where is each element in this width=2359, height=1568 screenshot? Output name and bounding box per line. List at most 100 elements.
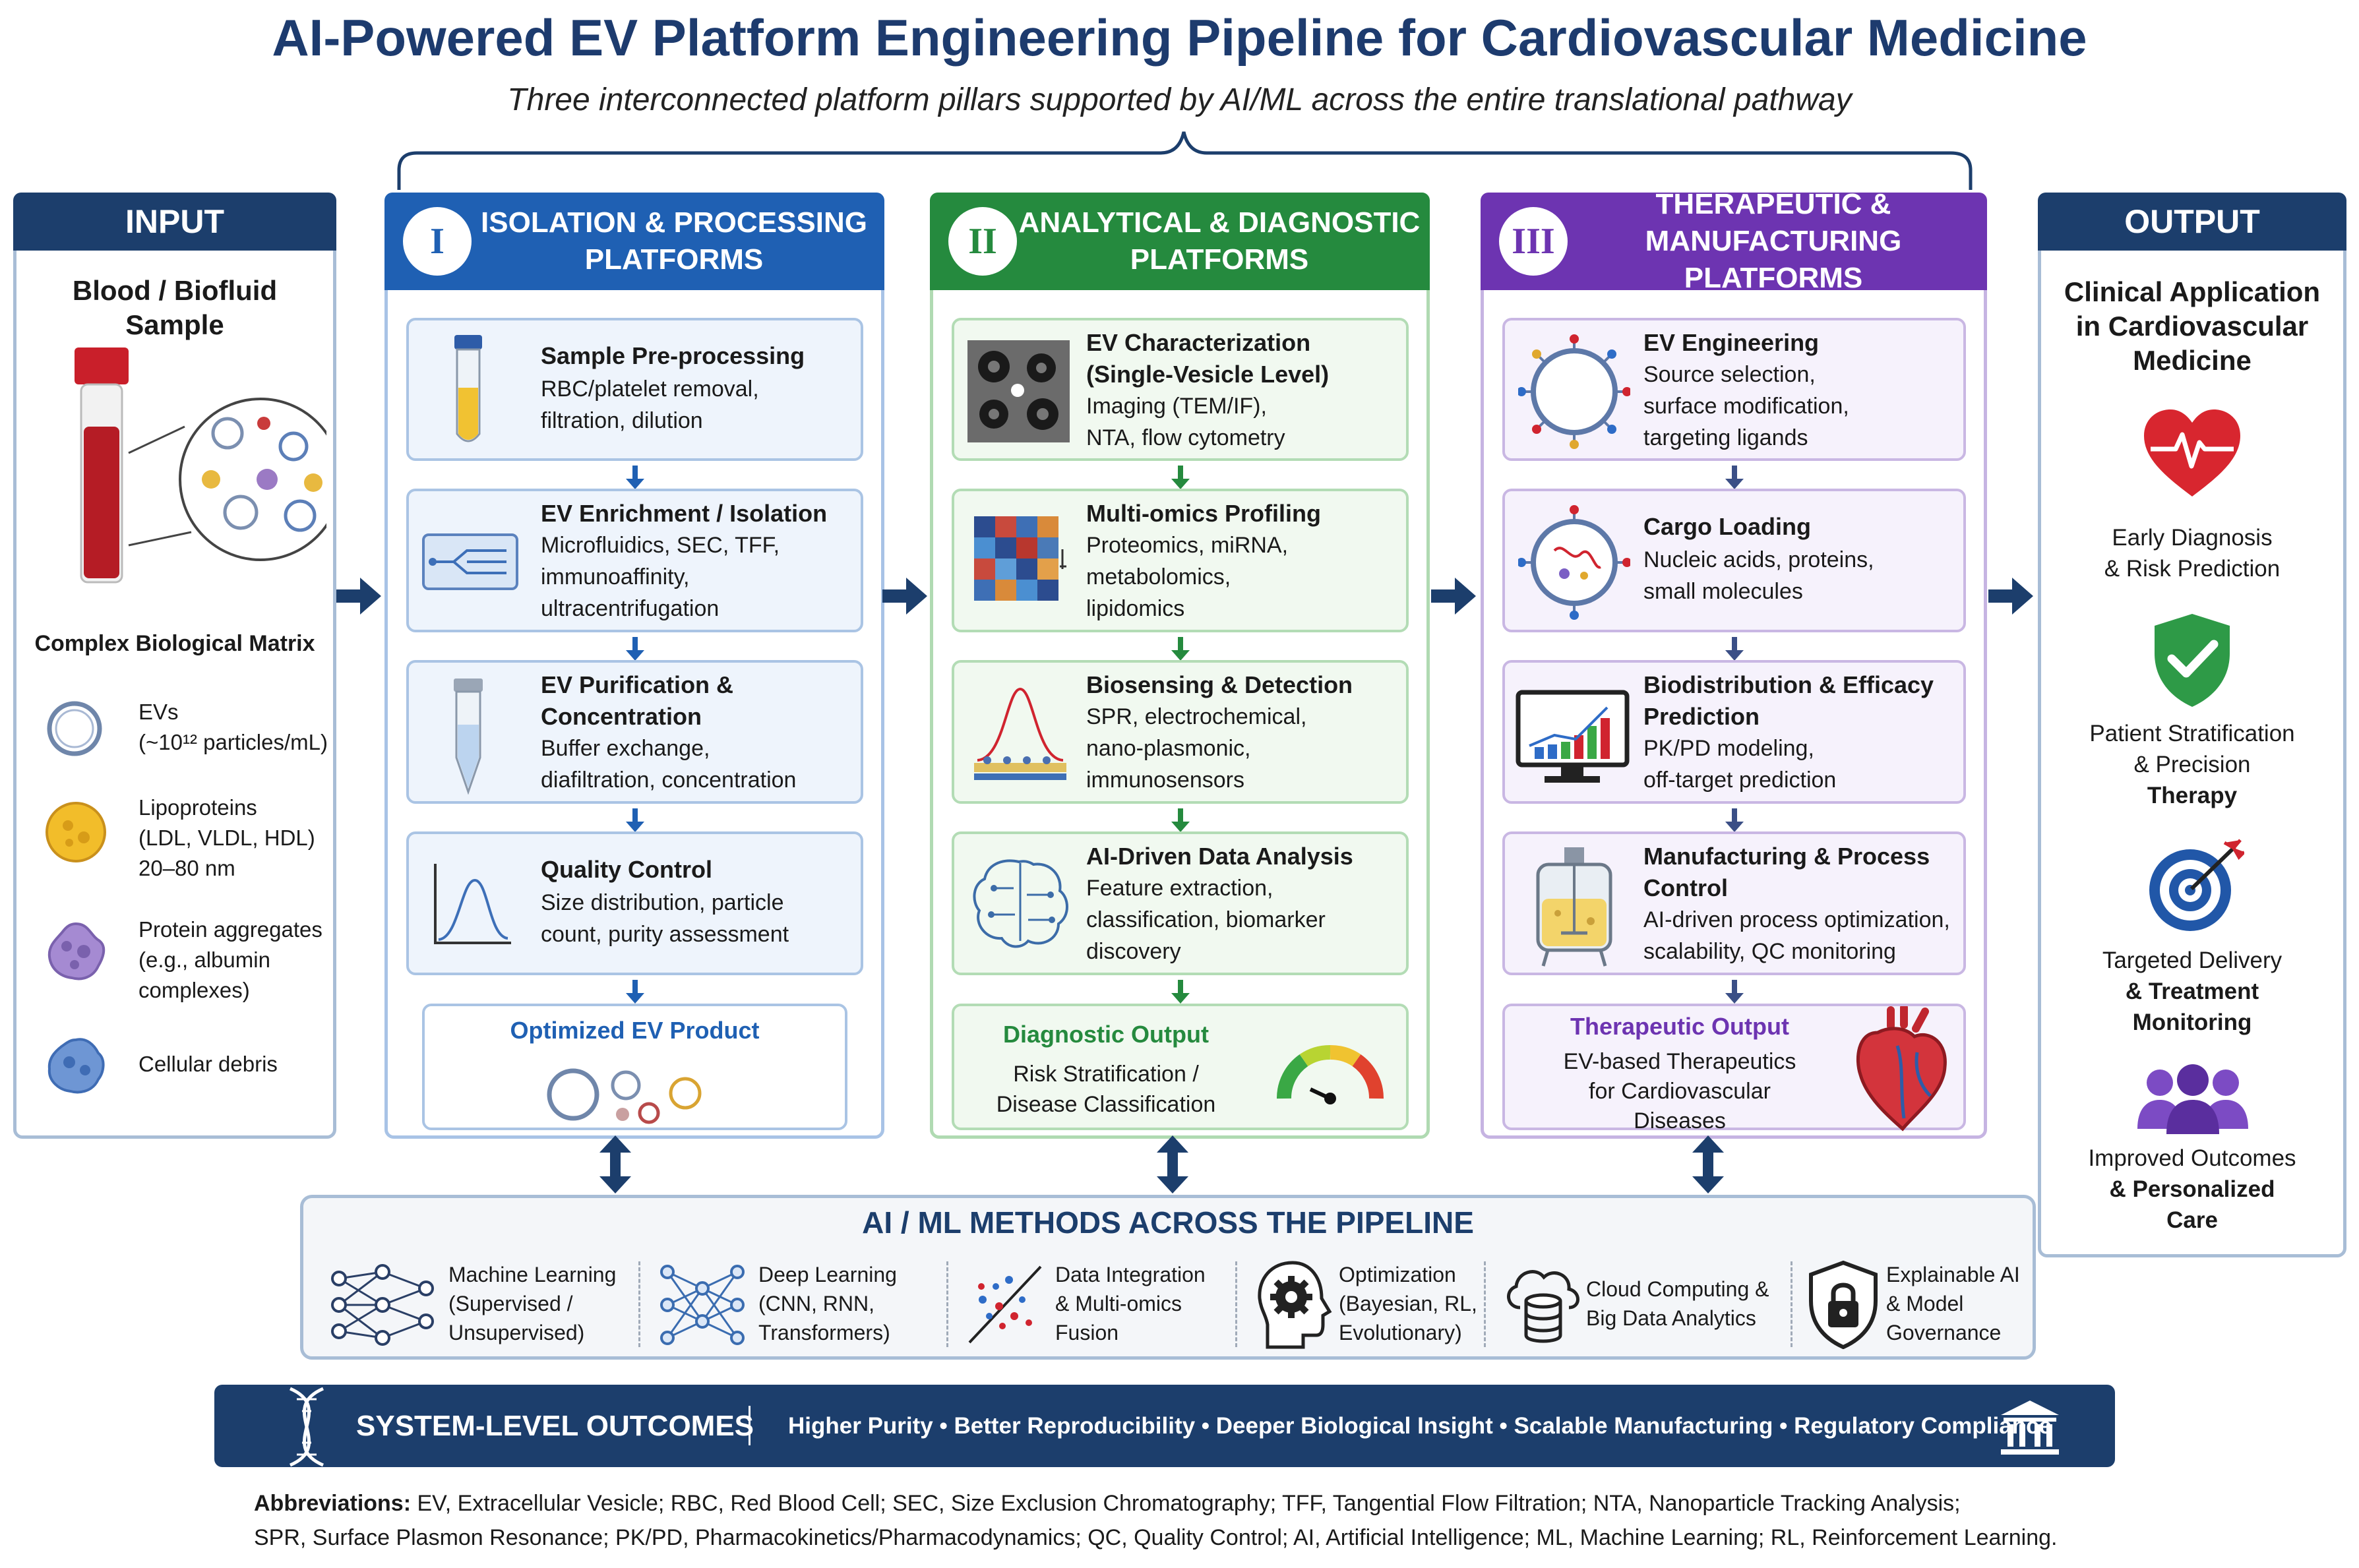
cloud-database-icon: [1507, 1270, 1579, 1343]
ev-icon: [47, 701, 102, 756]
people-icon: [2137, 1064, 2248, 1134]
brain-circuit-icon: [973, 859, 1068, 948]
shield-check-icon: [2155, 614, 2230, 707]
ai-ml-methods-panel: AI / ML METHODS ACROSS THE PIPELINE Mach…: [300, 1195, 2036, 1360]
card-sample-preprocessing: Sample Pre-processing RBC/platelet remov…: [406, 318, 863, 461]
system-outcomes-text: Higher Purity • Better Reproducibility •…: [788, 1413, 2052, 1439]
card-biosensing: Biosensing & Detection SPR, electrochemi…: [952, 660, 1409, 804]
matrix-label: Complex Biological Matrix: [34, 631, 315, 656]
cargo-ev-icon: [1518, 505, 1630, 620]
system-label: SYSTEM-LEVEL OUTCOMES: [356, 1410, 754, 1442]
institution-icon: [2001, 1401, 2059, 1455]
card-ev-enrichment: EV Enrichment / Isolation Microfluidics,…: [406, 489, 863, 632]
flow-arrow: [1171, 637, 1190, 661]
pillar-3-numeral: III: [1499, 207, 1568, 276]
system-divider: [749, 1406, 751, 1445]
ml-divider: [1235, 1261, 1237, 1347]
flow-arrow: [626, 808, 644, 832]
flow-arrow: [626, 466, 644, 489]
flow-arrow: [1725, 637, 1744, 661]
system-outcomes-bar: SYSTEM-LEVEL OUTCOMES Higher Purity • Be…: [214, 1385, 2115, 1467]
test-tube-icon: [454, 335, 482, 442]
card-ev-characterization: EV Characterization(Single-Vesicle Level…: [952, 318, 1409, 461]
microfluidic-chip-icon: [422, 533, 518, 590]
ev-vesicles-icon: [547, 1068, 702, 1124]
deep-network-icon: [660, 1265, 745, 1345]
page-title: AI-Powered EV Platform Engineering Pipel…: [272, 9, 2087, 67]
pillar-1-numeral: I: [403, 207, 472, 276]
final-diagnostic-output: Diagnostic Output Risk Stratification /D…: [952, 1004, 1409, 1130]
card-ai-data-analysis: AI-Driven Data Analysis Feature extracti…: [952, 831, 1409, 975]
ml-item-optimization: Optimization(Bayesian, RL,Evolutionary): [1253, 1246, 1530, 1358]
final-optimized-ev-product: Optimized EV Product: [422, 1004, 847, 1130]
microscopy-image-icon: [967, 340, 1070, 442]
card-multiomics: Multi-omics Profiling Proteomics, miRNA,…: [952, 489, 1409, 632]
anatomical-heart-icon: [1856, 1006, 1947, 1131]
input-header: INPUT: [13, 193, 336, 251]
ml-item-cloud-computing: Cloud Computing &Big Data Analytics: [1500, 1246, 1804, 1358]
flow-arrow: [1725, 808, 1744, 832]
card-cargo-loading: Cargo Loading Nucleic acids, proteins,sm…: [1502, 489, 1966, 632]
final-therapeutic-output: Therapeutic Output EV-based Therapeutics…: [1502, 1004, 1966, 1133]
pillar2-to-pillar3-arrow: [1431, 578, 1476, 615]
neural-network-icon: [331, 1264, 434, 1346]
heart-pulse-icon: [2144, 409, 2240, 497]
page-subtitle: Three interconnected platform pillars su…: [507, 82, 1852, 117]
cellular-debris-icon: [47, 1038, 105, 1094]
pillar1-ml-link-arrow: [599, 1135, 631, 1193]
heatmap-icon: [974, 516, 1066, 601]
dna-icon: [290, 1387, 324, 1467]
head-gear-icon: [1258, 1261, 1332, 1349]
ml-item-deep-learning: Deep Learning(CNN, RNN,Transformers): [659, 1246, 943, 1358]
ml-item-machine-learning: Machine Learning(Supervised /Unsupervise…: [330, 1246, 616, 1358]
pillar-2-numeral: II: [948, 207, 1017, 276]
target-icon: [2149, 839, 2244, 931]
pillar2-ml-link-arrow: [1157, 1135, 1188, 1193]
pillars-bracket: [397, 131, 1973, 190]
card-quality-control: Quality Control Size distribution, parti…: [406, 831, 863, 975]
data-fusion-icon: [968, 1265, 1042, 1344]
lipoprotein-icon: [46, 802, 106, 862]
risk-gauge-icon: [1276, 1045, 1384, 1104]
flow-arrow: [1725, 980, 1744, 1004]
flow-arrow: [1171, 980, 1190, 1004]
flow-arrow: [1725, 466, 1744, 489]
flow-arrow: [1171, 466, 1190, 489]
engineered-ev-icon: [1518, 334, 1630, 449]
flow-arrow: [626, 980, 644, 1004]
biosensor-peak-icon: [974, 687, 1066, 780]
centrifuge-tube-icon: [454, 678, 483, 795]
pillar3-ml-link-arrow: [1692, 1135, 1724, 1193]
ml-title: AI / ML METHODS ACROSS THE PIPELINE: [862, 1205, 1474, 1240]
card-ev-purification: EV Purification &Concentration Buffer ex…: [406, 660, 863, 804]
output-header: OUTPUT: [2038, 193, 2346, 251]
pillar3-to-output-arrow: [1988, 578, 2033, 615]
pillar1-to-pillar2-arrow: [882, 578, 927, 615]
blood-tube-icon: [75, 347, 326, 584]
flow-arrow: [1171, 808, 1190, 832]
outcome-early-diagnosis: Early Diagnosis& Risk Prediction: [2104, 525, 2281, 582]
flow-arrow: [626, 637, 644, 661]
bioreactor-icon: [1536, 847, 1612, 967]
ml-divider: [638, 1261, 640, 1347]
input-to-pillar1-arrow: [336, 578, 381, 615]
ml-divider: [1791, 1261, 1792, 1347]
distribution-curve-icon: [434, 864, 511, 944]
